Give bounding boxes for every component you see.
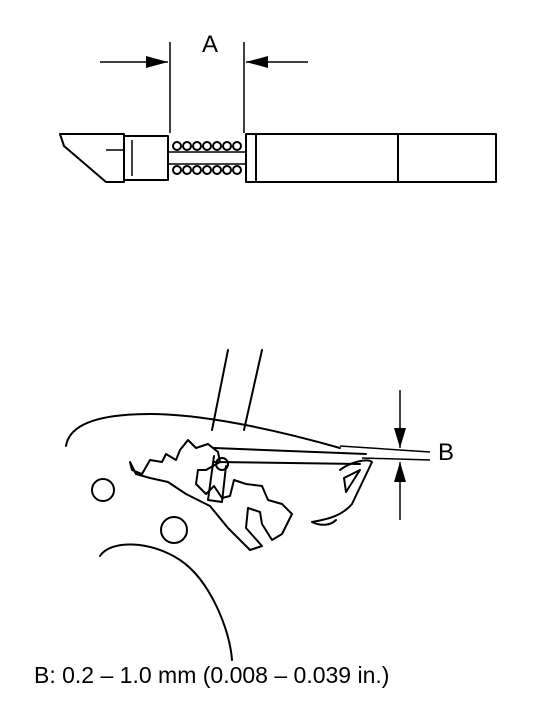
rod-left — [211, 349, 229, 431]
housing-outline — [65, 413, 341, 449]
pawl — [311, 459, 373, 526]
clearance-b-arrow-bottom — [394, 462, 406, 482]
pivot-pin — [215, 457, 229, 471]
cable-housing — [245, 133, 497, 183]
lever-mechanism-figure: B — [65, 349, 454, 661]
cable-end-fitting — [59, 133, 125, 183]
cable-end-figure: A — [59, 31, 497, 183]
collar-block — [123, 135, 169, 181]
label-b: B — [438, 439, 454, 466]
drum-arc — [99, 543, 233, 661]
clearance-b-line-top — [339, 445, 431, 453]
dimension-a-arrow-right — [246, 56, 268, 68]
rod-right — [243, 349, 263, 431]
spring-coils — [168, 141, 250, 175]
pawl-tip — [343, 469, 361, 493]
hole-right — [160, 516, 188, 544]
caption-b-spec: B: 0.2 – 1.0 mm (0.008 – 0.039 in.) — [34, 662, 390, 688]
lever-body — [207, 455, 227, 503]
lever-arm-top — [213, 447, 367, 455]
clearance-b-arrow-top — [394, 428, 406, 448]
clearance-b-line-bottom — [361, 457, 431, 461]
toothed-sector — [129, 439, 293, 551]
lever-arm-bottom — [213, 461, 361, 465]
label-a: A — [202, 31, 218, 58]
hole-left — [91, 478, 115, 502]
dimension-a-arrow-left — [146, 56, 168, 68]
